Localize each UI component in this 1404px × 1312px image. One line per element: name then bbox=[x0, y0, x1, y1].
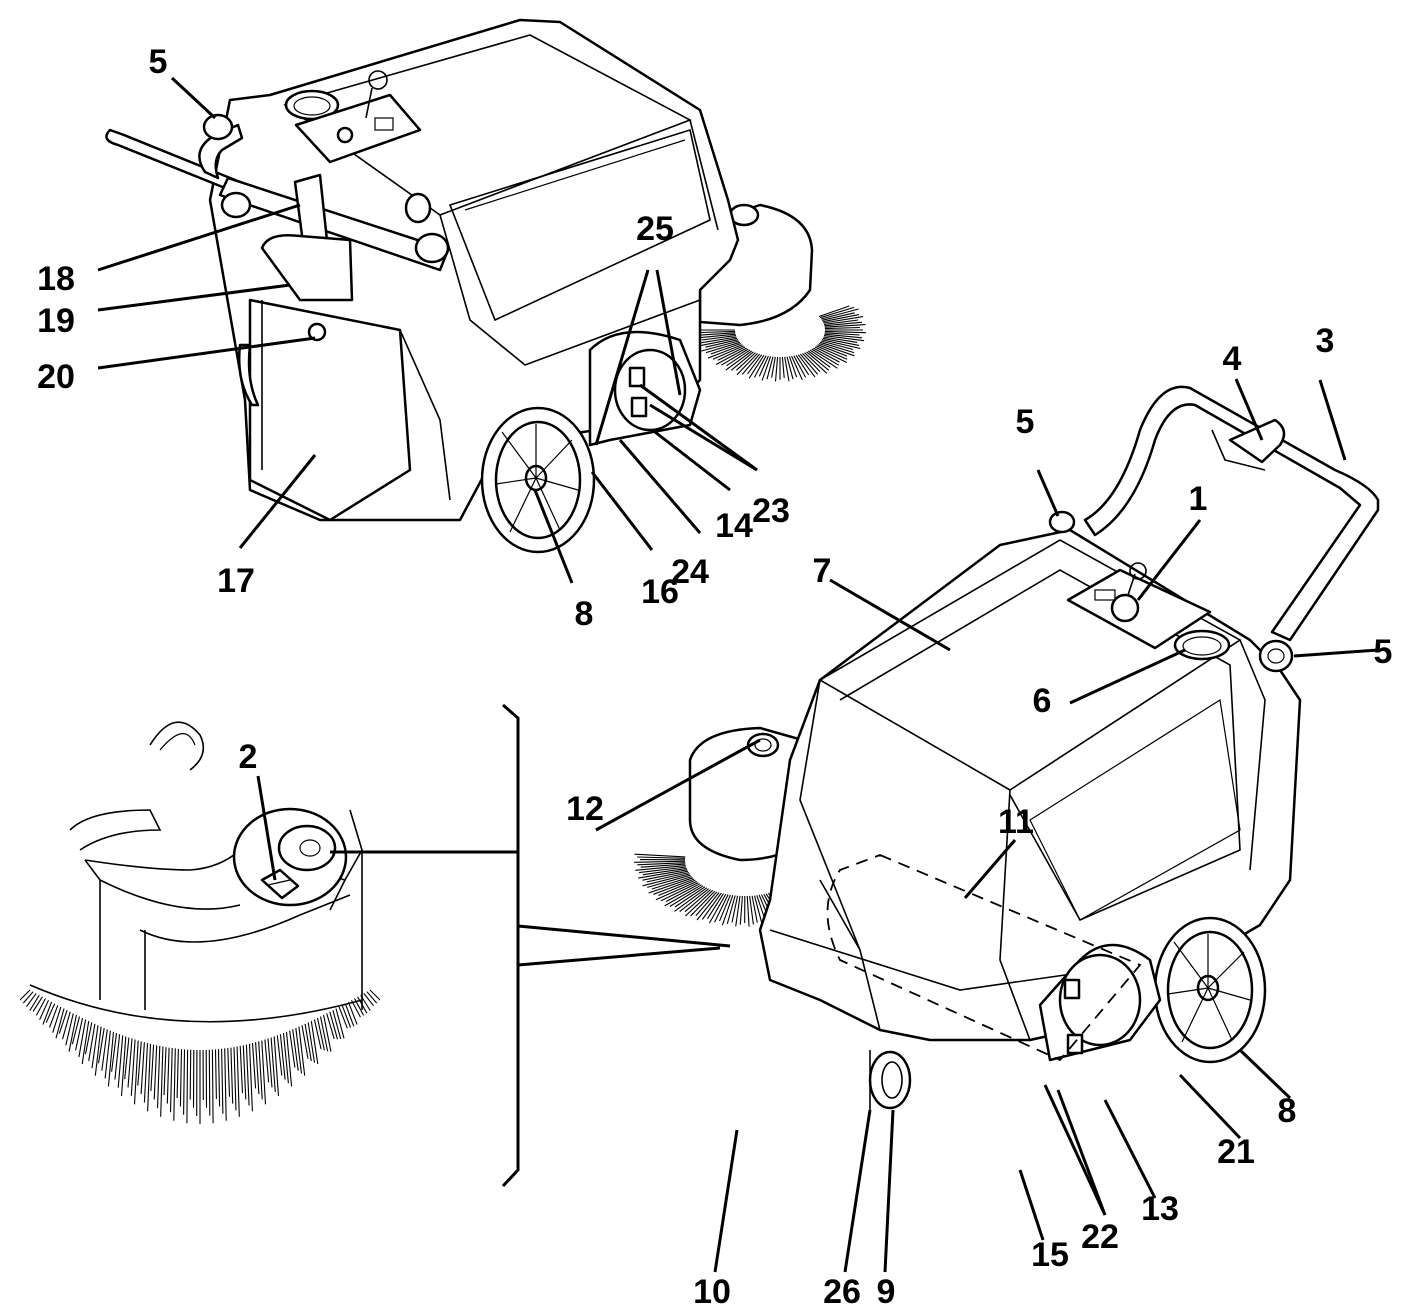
callout-16: 16 bbox=[641, 573, 679, 611]
callout-11: 11 bbox=[998, 803, 1034, 841]
callout-13: 13 bbox=[1141, 1190, 1179, 1228]
leader-lines bbox=[97, 76, 1379, 1273]
callout-20: 20 bbox=[37, 358, 75, 396]
callout-labels: 5 18 19 20 17 8 16 24 14 23 25 4 3 5 1 7… bbox=[37, 43, 1392, 1311]
callout-21: 21 bbox=[1217, 1133, 1255, 1171]
side-brush-rear-view bbox=[694, 305, 866, 382]
callout-5-front-top: 5 bbox=[1016, 403, 1035, 441]
callout-23: 23 bbox=[752, 492, 790, 530]
inset-detail-illustration bbox=[29, 703, 520, 1188]
callout-6: 6 bbox=[1033, 682, 1052, 720]
callout-14: 14 bbox=[715, 507, 753, 545]
callout-26: 26 bbox=[823, 1273, 861, 1311]
callout-2: 2 bbox=[239, 738, 258, 776]
callout-18: 18 bbox=[37, 260, 75, 298]
front-view-illustration bbox=[19, 385, 1380, 1124]
callout-7: 7 bbox=[813, 552, 832, 590]
callout-25: 25 bbox=[636, 210, 674, 248]
callout-10: 10 bbox=[693, 1273, 731, 1311]
rear-view-illustration bbox=[105, 18, 866, 554]
callout-5-top-left: 5 bbox=[149, 43, 168, 81]
callout-17: 17 bbox=[217, 562, 255, 600]
callout-8-rear-view: 8 bbox=[575, 595, 594, 633]
callout-9: 9 bbox=[877, 1273, 896, 1311]
callout-4: 4 bbox=[1223, 340, 1242, 378]
callout-8-front-view: 8 bbox=[1278, 1092, 1297, 1130]
callout-12: 12 bbox=[566, 790, 604, 828]
callout-22: 22 bbox=[1081, 1218, 1119, 1256]
callout-1: 1 bbox=[1189, 480, 1208, 518]
callout-3: 3 bbox=[1316, 322, 1335, 360]
callout-5-front-right: 5 bbox=[1374, 633, 1393, 671]
callout-15: 15 bbox=[1031, 1236, 1069, 1274]
callout-19: 19 bbox=[37, 302, 75, 340]
side-brush-inset bbox=[19, 989, 381, 1124]
callout-24: 24 bbox=[671, 553, 709, 591]
